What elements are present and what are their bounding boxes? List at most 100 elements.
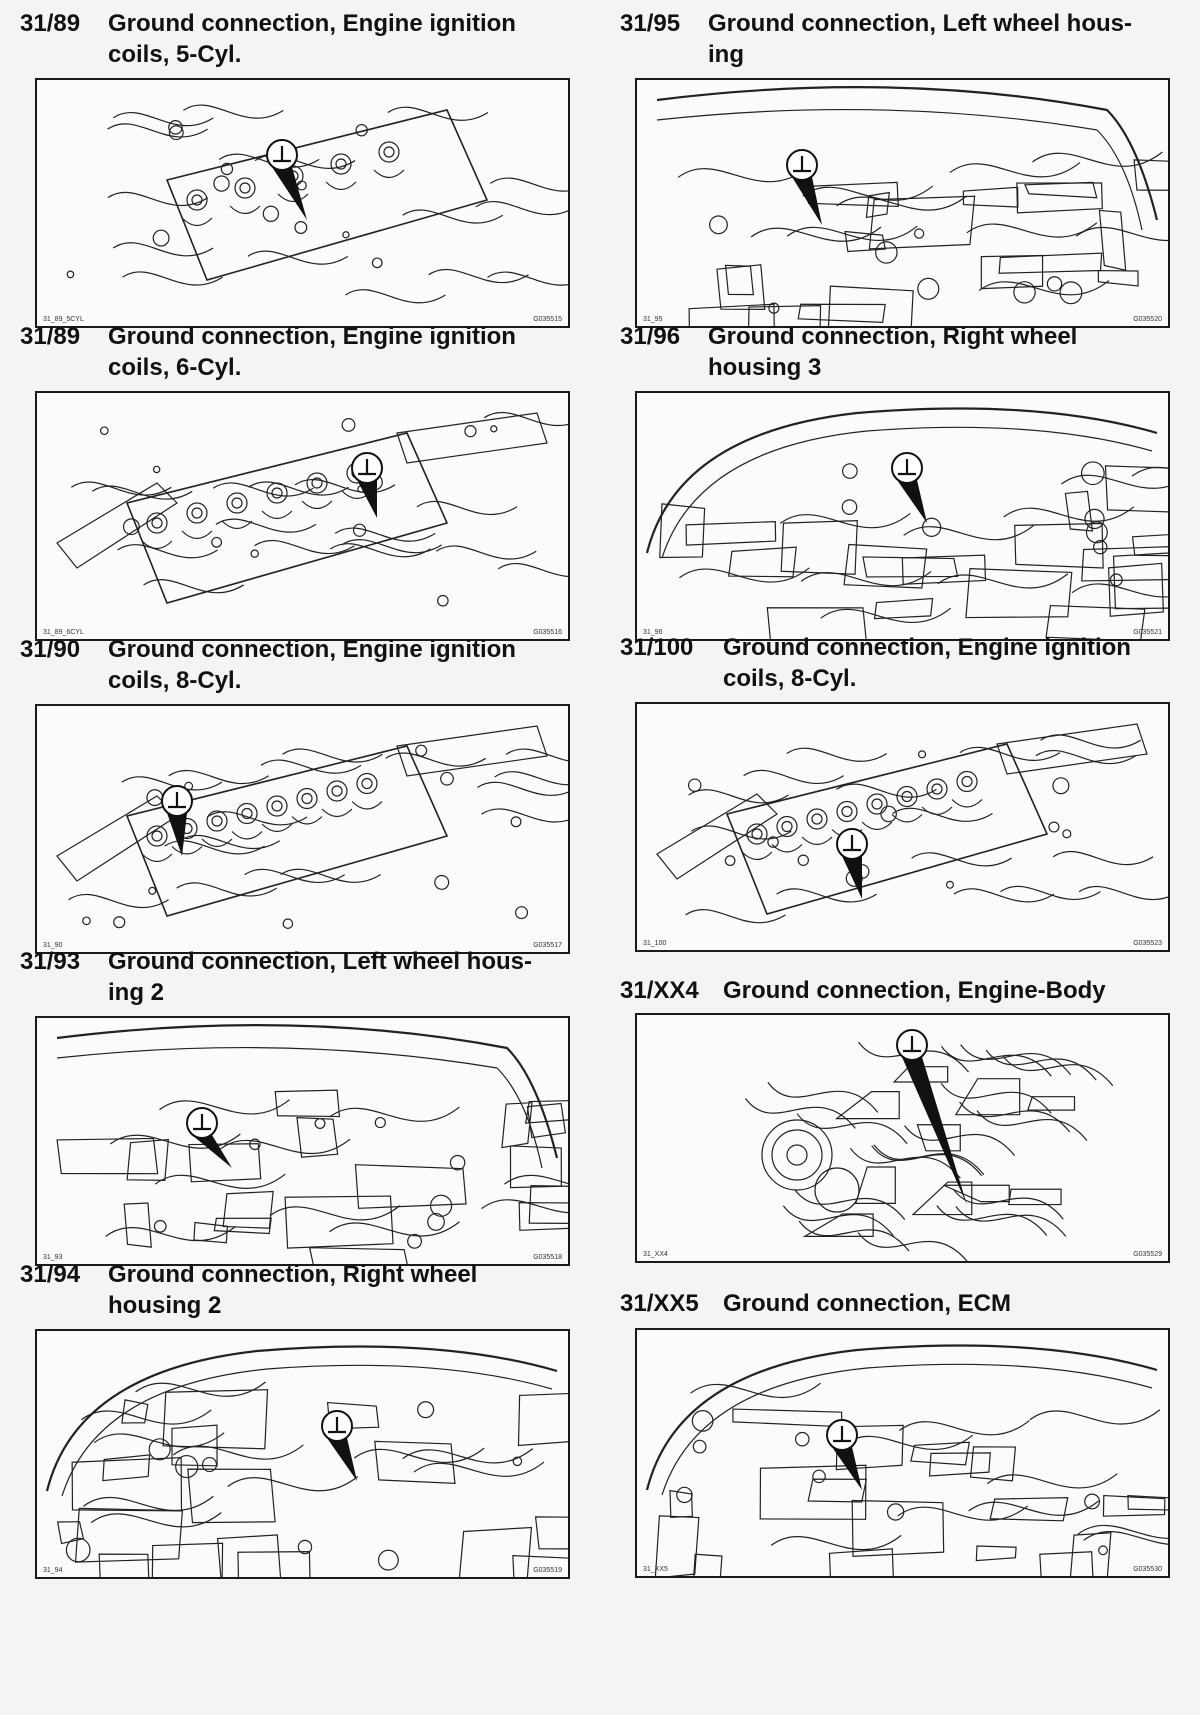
line-art: [402, 209, 503, 224]
line-art: [959, 746, 1061, 761]
line-art: [951, 799, 983, 808]
line-art: [779, 512, 911, 529]
figure-code-label: G035529: [1133, 1251, 1162, 1258]
line-art: [1052, 777, 1070, 795]
line-art: [865, 191, 890, 219]
line-art: [164, 840, 265, 855]
figure-id-label: 31_89_6CYL: [43, 629, 84, 636]
line-art: [458, 1526, 533, 1577]
line-art: [985, 1049, 1097, 1081]
figure-code-label: G035519: [533, 1567, 562, 1574]
line-art: [56, 1046, 543, 1169]
ground-pointer: [192, 1135, 232, 1168]
line-art: [168, 120, 183, 135]
section-title: Ground connection, Left wheel hous- ing …: [108, 948, 532, 1006]
section-31-93: 31/93 Ground connection, Left wheel hous…: [20, 946, 590, 1266]
line-art: [213, 175, 230, 192]
line-art: [1084, 1493, 1101, 1510]
ground-symbol-icon: [266, 139, 307, 220]
line-art: [249, 1138, 261, 1151]
line-art-group: [744, 1041, 1114, 1261]
line-art: [921, 517, 942, 537]
line-art: [341, 418, 356, 432]
ground-symbol-glyph: [843, 835, 861, 852]
ground-symbol-glyph: [168, 792, 186, 809]
line-art: [1084, 508, 1105, 530]
ground-pointer: [272, 167, 307, 220]
line-art: [716, 264, 766, 310]
line-art: [1013, 281, 1036, 304]
figure-code-label: G035516: [533, 629, 562, 636]
line-art: [311, 477, 323, 489]
line-art: [117, 544, 218, 559]
line-art: [956, 770, 978, 793]
line-art: [767, 1082, 879, 1113]
line-art: [866, 793, 888, 815]
line-art: [741, 851, 773, 861]
figure-id-label: 31_XX5: [643, 1566, 668, 1573]
ground-symbol-glyph: [193, 1114, 211, 1131]
line-art: [487, 271, 568, 286]
line-art: [781, 820, 793, 833]
line-art: [880, 805, 897, 823]
line-art: [861, 821, 893, 831]
line-art: [261, 510, 293, 520]
line-art: [201, 838, 233, 848]
line-art: [222, 1190, 274, 1229]
line-art: [1040, 734, 1141, 749]
line-art: [952, 1188, 1064, 1220]
line-art: [74, 1507, 184, 1563]
line-art: [475, 201, 568, 216]
figure-code-label: G035521: [1133, 629, 1162, 636]
section-title: Ground connection, ECM: [723, 1290, 1011, 1317]
line-art: [1039, 1551, 1094, 1576]
line-art: [1002, 1055, 1114, 1087]
line-art: [1109, 573, 1123, 587]
line-art: [750, 226, 882, 242]
line-art: [1093, 539, 1108, 555]
line-art: [841, 805, 853, 818]
line-art: [173, 1444, 304, 1460]
line-art: [975, 1545, 1017, 1562]
line-art: [518, 1202, 568, 1231]
line-art: [181, 217, 213, 227]
line-art: [329, 1221, 460, 1237]
section-code: 31/89: [20, 10, 81, 37]
line-art: [886, 1503, 905, 1521]
line-art: [429, 1194, 453, 1217]
line-art: [945, 880, 955, 889]
line-art: [294, 221, 308, 234]
line-art: [231, 831, 263, 840]
line-art: [976, 1110, 1088, 1142]
section-31-95: 31/95 Ground connection, Left wheel hous…: [620, 8, 1190, 328]
line-art: [766, 607, 867, 639]
line-art: [873, 1144, 985, 1176]
figure-id-label: 31_96: [643, 629, 663, 636]
line-art: [151, 830, 163, 842]
line-art: [206, 811, 308, 826]
line-art: [122, 518, 140, 536]
line-art: [291, 816, 323, 825]
line-art: [141, 540, 173, 550]
line-art: [141, 853, 173, 863]
line-art: [916, 1124, 961, 1152]
line-art: [481, 1199, 568, 1214]
line-art: [835, 1424, 904, 1471]
line-art: [90, 1512, 222, 1528]
line-art: [387, 106, 489, 121]
line-art: [216, 1534, 282, 1577]
line-art: [334, 527, 436, 542]
figure-id-label: 31_90: [43, 942, 63, 949]
line-art-group: [56, 725, 568, 929]
line-art: [227, 1476, 359, 1492]
line-art: [1127, 1495, 1168, 1511]
line-art: [1016, 182, 1103, 214]
ground-pointer: [832, 1447, 862, 1490]
line-art: [221, 520, 253, 530]
line-art: [794, 1431, 810, 1447]
line-art: [1029, 1409, 1161, 1425]
line-art: [280, 868, 381, 883]
line-art: [427, 1212, 445, 1231]
line-art: [122, 271, 223, 286]
line-art: [776, 888, 877, 903]
